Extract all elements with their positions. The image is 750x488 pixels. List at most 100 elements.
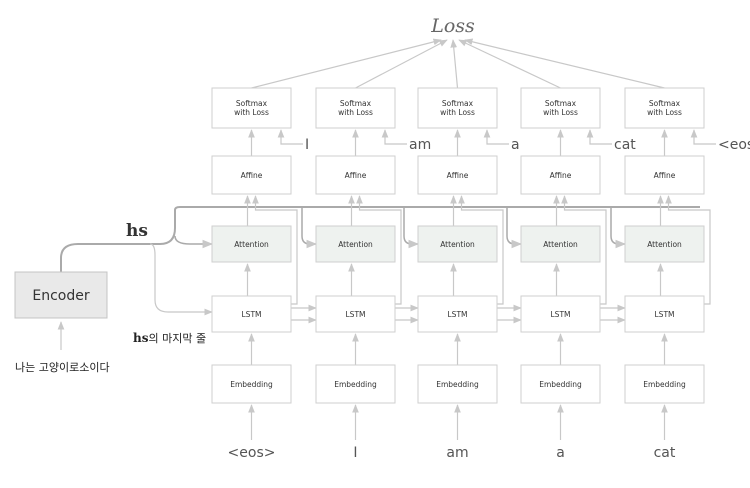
attention-5-label-line: Attention [647, 240, 682, 249]
decoder-input-3: am [446, 445, 468, 461]
lstm-2-label: LSTM [346, 310, 366, 319]
embedding-4-label: Embedding [539, 380, 582, 389]
lstm-3-label: LSTM [448, 310, 468, 319]
attention-2: Attention [315, 225, 396, 263]
affine-4: Affine [520, 155, 601, 195]
softmax-with-loss-4-label-line: Softmax [545, 99, 577, 108]
embedding-5-label-line: Embedding [643, 380, 686, 389]
embedding-3-box [417, 364, 498, 404]
affine-3: Affine [417, 155, 498, 195]
attention-5-box [624, 225, 705, 263]
embedding-3: Embedding [417, 364, 498, 404]
attention-2-label: Attention [338, 240, 373, 249]
embedding-2-label: Embedding [334, 380, 377, 389]
lstm-5-box [624, 295, 705, 333]
connector-line [355, 39, 448, 89]
embedding-1-label: Embedding [230, 380, 273, 389]
softmax-with-loss-4-box [520, 87, 601, 129]
connector-line [252, 195, 298, 305]
embedding-2-label-line: Embedding [334, 380, 377, 389]
affine-3-box [417, 155, 498, 195]
attention-3-label: Attention [440, 240, 475, 249]
embedding-3-label-line: Embedding [436, 380, 479, 389]
softmax-with-loss-2-label-line: Softmax [340, 99, 372, 108]
connector-line [458, 39, 561, 89]
softmax-with-loss-1-box [211, 87, 292, 129]
lstm-2-box [315, 295, 396, 333]
encoder-label: Encoder [32, 288, 89, 304]
attention-5-label: Attention [647, 240, 682, 249]
connector-line [381, 129, 407, 145]
affine-3-label-line: Affine [447, 171, 469, 180]
softmax-with-loss-4-label-line: with Loss [543, 108, 578, 117]
affine-2-label-line: Affine [345, 171, 367, 180]
softmax-with-loss-2-box [315, 87, 396, 129]
affine-5: Affine [624, 155, 705, 195]
affine-5-label-line: Affine [654, 171, 676, 180]
embedding-4: Embedding [520, 364, 601, 404]
connector-line [251, 38, 442, 89]
target-output-2: am [409, 137, 431, 153]
hs-label: hs [126, 221, 148, 241]
lstm-1-box [211, 295, 292, 333]
attention-1-label: Attention [234, 240, 269, 249]
connector-line [403, 207, 420, 249]
encoder-block: Encoder [14, 271, 108, 319]
connector-line [60, 206, 700, 272]
attention-4-label: Attention [543, 240, 578, 249]
encoder-box [14, 271, 108, 319]
affine-2: Affine [315, 155, 396, 195]
lstm-1: LSTM [211, 295, 292, 333]
embedding-5-box [624, 364, 705, 404]
attention-4-label-line: Attention [543, 240, 578, 249]
affine-2-box [315, 155, 396, 195]
attention-4: Attention [520, 225, 601, 263]
embedding-4-label-line: Embedding [539, 380, 582, 389]
embedding-1: Embedding [211, 364, 292, 404]
embedding-2-box [315, 364, 396, 404]
target-output-5: <eos> [718, 137, 750, 153]
softmax-with-loss-5-box [624, 87, 705, 129]
affine-5-label: Affine [654, 171, 676, 180]
softmax-with-loss-1-label-line: with Loss [234, 108, 269, 117]
target-output-1: I [305, 137, 309, 153]
embedding-5: Embedding [624, 364, 705, 404]
affine-3-label: Affine [447, 171, 469, 180]
lstm-5-label-line: LSTM [655, 310, 675, 319]
connector-line [665, 195, 711, 305]
connector-line [561, 195, 607, 305]
attention-4-box [520, 225, 601, 263]
connector-line [277, 129, 303, 145]
source-sentence: 나는 고양이로소이다 [15, 361, 110, 374]
lstm-5-label: LSTM [655, 310, 675, 319]
connector-lines [57, 38, 716, 440]
attention-3-box [417, 225, 498, 263]
lstm-2: LSTM [315, 295, 396, 333]
affine-2-label: Affine [345, 171, 367, 180]
softmax-with-loss-5-label-line: Softmax [649, 99, 681, 108]
affine-4-box [520, 155, 601, 195]
loss-label: Loss [430, 15, 475, 37]
hs-last-suffix: 의 마지막 줄 [148, 332, 206, 345]
connector-line [301, 207, 318, 249]
softmax-with-loss-3-box [417, 87, 498, 129]
lstm-4-box [520, 295, 601, 333]
softmax-with-loss-2-label-line: with Loss [338, 108, 373, 117]
connector-line [174, 235, 214, 249]
affine-5-box [624, 155, 705, 195]
attention-1: Attention [211, 225, 292, 263]
embedding-4-box [520, 364, 601, 404]
decoder-input-4: a [556, 445, 565, 461]
softmax-with-loss-3-label-line: Softmax [442, 99, 474, 108]
connector-line [458, 195, 504, 305]
